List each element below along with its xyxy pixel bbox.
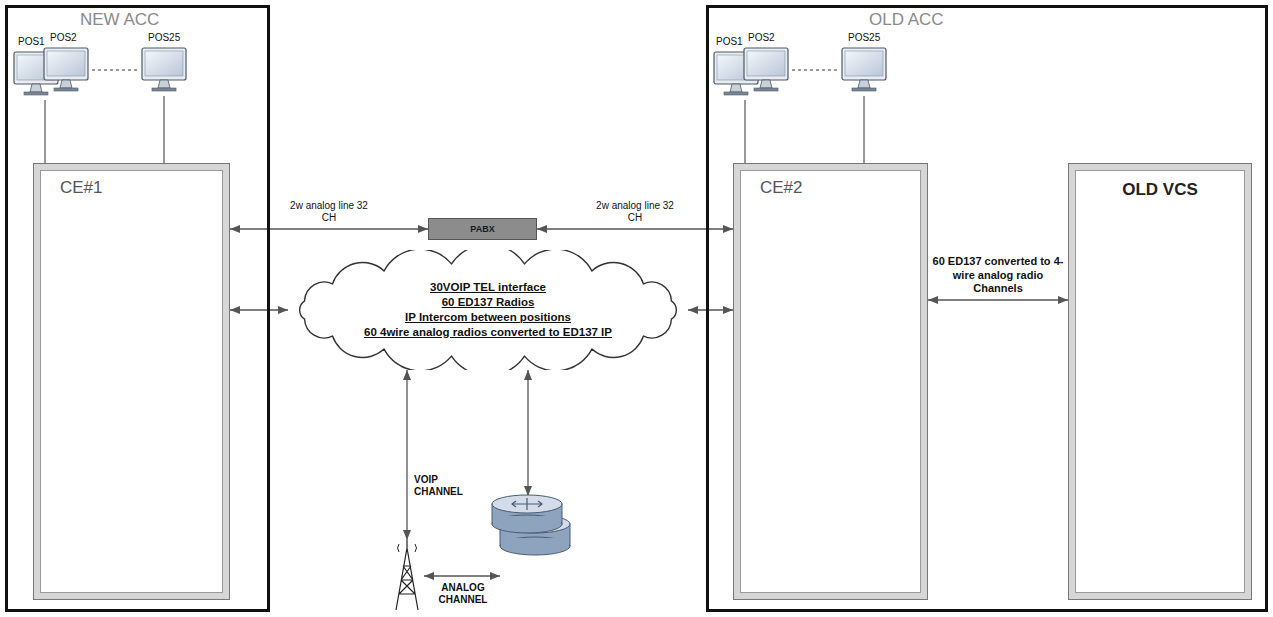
pabx-box: PABX: [428, 218, 537, 240]
position-label: POS2: [50, 32, 77, 44]
node-label: CE#1: [60, 178, 229, 198]
position-wire: [164, 96, 165, 163]
network-cloud: 30VOIP TEL interface60 ED137 RadiosIP In…: [288, 250, 688, 370]
channel-label: ANALOG CHANNEL: [430, 582, 496, 606]
text-block: CE#1: [34, 164, 229, 198]
router-body: [501, 538, 569, 546]
monitor-icon: [44, 48, 88, 91]
cloud-text: IP Intercom between positions: [288, 310, 688, 325]
cloud-text: 30VOIP TEL interface: [288, 280, 688, 295]
equipment-box: OLD VCS: [1068, 163, 1252, 600]
connector: [230, 309, 288, 310]
text-block: PABX: [429, 219, 536, 234]
position-label: POS25: [848, 32, 880, 44]
connector-label: 2w analog line 32 CH: [593, 200, 677, 224]
cloud-outline: [288, 250, 688, 370]
router-top: [492, 495, 562, 513]
voip-arrow: [406, 370, 407, 540]
position-wire: [864, 96, 865, 163]
connector: [688, 309, 733, 310]
position-label: POS25: [148, 32, 180, 44]
node-label: CE#2: [760, 178, 927, 198]
analog-arrow: [424, 575, 500, 576]
connector: [928, 299, 1068, 300]
text-block: 30VOIP TEL interface60 ED137 RadiosIP In…: [288, 280, 688, 340]
dotted-line: [792, 70, 838, 71]
cloud-text: 60 ED137 Radios: [288, 295, 688, 310]
position-label: POS2: [748, 32, 775, 44]
acc-boundary: OLD ACC CE#2 OLD VCS: [706, 5, 1268, 612]
connector-label: 60 ED137 converted to 4-wire analog radi…: [930, 255, 1066, 295]
dotted-line: [92, 70, 138, 71]
node-label: OLD ACC: [869, 10, 1265, 30]
router-body: [493, 516, 561, 524]
cloud-shape: [300, 250, 677, 370]
channel-label: VOIP CHANNEL: [414, 474, 474, 498]
node-label: NEW ACC: [80, 10, 267, 30]
equipment-box: CE#2: [733, 163, 928, 600]
router-icon: [492, 495, 562, 533]
connector-label: 2w analog line 32 CH: [287, 200, 371, 224]
cloud-text: 60 4wire analog radios converted to ED13…: [288, 325, 688, 340]
radio-waves: [398, 544, 417, 552]
monitor-icon: [842, 48, 886, 91]
equipment-box: CE#1: [33, 163, 230, 600]
text-block: NEW ACC: [8, 8, 267, 30]
text-block: OLD VCS: [1069, 164, 1251, 200]
connector: [230, 228, 428, 229]
monitor-icon: [744, 48, 788, 91]
node-label: PABX: [433, 224, 532, 234]
router-arrow: [527, 370, 528, 496]
acc-boundary: NEW ACC CE#1: [5, 5, 270, 612]
router-symbol: [512, 498, 542, 510]
router-base: [500, 537, 570, 555]
connector: [537, 228, 733, 229]
position-wire: [45, 100, 46, 163]
router-base: [492, 515, 562, 533]
radio-tower: [396, 540, 418, 610]
position-label: POS1: [18, 36, 45, 48]
text-block: CE#2: [734, 164, 927, 198]
position-wire: [745, 100, 746, 163]
position-label: POS1: [716, 36, 743, 48]
monitor-icon: [142, 48, 186, 91]
node-label: OLD VCS: [1079, 180, 1241, 200]
text-block: OLD ACC: [709, 8, 1265, 30]
